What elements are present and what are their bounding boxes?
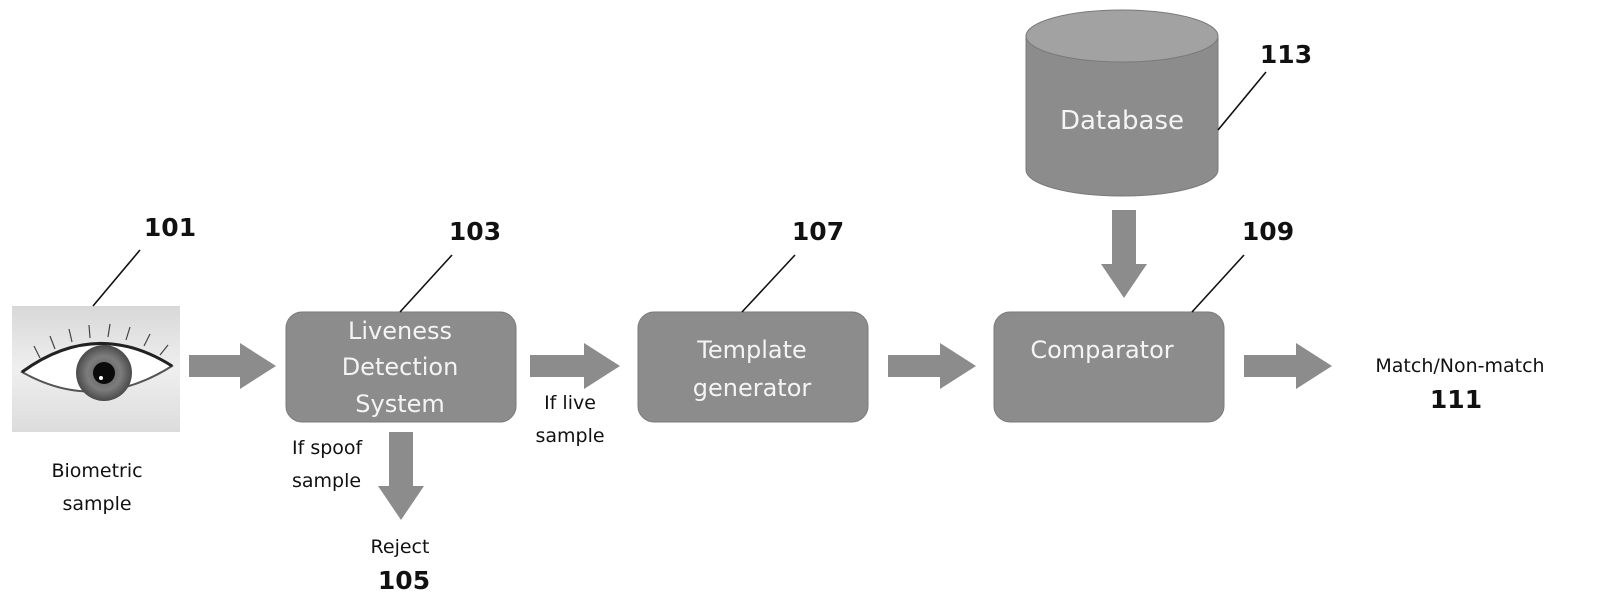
database-cylinder	[1025, 9, 1219, 197]
ref-number-105: 105	[378, 566, 430, 595]
liveness-label-line3: System	[355, 390, 445, 418]
leader-line-113	[1217, 71, 1267, 131]
leader-line-109	[1191, 254, 1245, 313]
reject-label: Reject	[371, 536, 430, 558]
biometric-sample-eye-image	[12, 306, 180, 432]
live-sample-label-line2: sample	[535, 425, 604, 447]
match-non-match-label: Match/Non-match	[1375, 355, 1544, 377]
comparator-box	[993, 311, 1225, 423]
ref-number-101: 101	[144, 213, 196, 242]
leader-line-107	[741, 254, 796, 313]
spoof-sample-label-line2: sample	[292, 470, 361, 492]
arrow-template-to-comparator	[888, 343, 976, 389]
leader-line-101	[92, 249, 141, 307]
comparator-label: Comparator	[1030, 336, 1173, 364]
arrow-liveness-to-reject	[378, 432, 424, 520]
biometric-sample-caption-line2: sample	[62, 493, 131, 515]
biometric-sample-caption-line1: Biometric	[51, 460, 142, 482]
ref-number-113: 113	[1260, 40, 1312, 69]
ref-number-107: 107	[792, 217, 844, 246]
spoof-sample-label-line1: If spoof	[292, 437, 364, 459]
ref-number-111: 111	[1430, 385, 1482, 414]
live-sample-label-line1: If live	[544, 392, 596, 414]
ref-number-103: 103	[449, 217, 501, 246]
template-label-line2: generator	[693, 374, 812, 402]
leader-line-103	[399, 254, 453, 313]
arrow-database-to-comparator	[1101, 210, 1147, 298]
arrow-comparator-to-output	[1244, 343, 1332, 389]
arrow-eye-to-liveness	[189, 343, 276, 389]
liveness-label-line2: Detection	[342, 353, 459, 381]
template-generator-box	[637, 311, 869, 423]
ref-number-109: 109	[1242, 217, 1294, 246]
template-label-line1: Template	[696, 336, 807, 364]
database-label: Database	[1060, 106, 1184, 136]
liveness-label-line1: Liveness	[348, 317, 452, 345]
arrow-liveness-to-template	[530, 343, 620, 389]
